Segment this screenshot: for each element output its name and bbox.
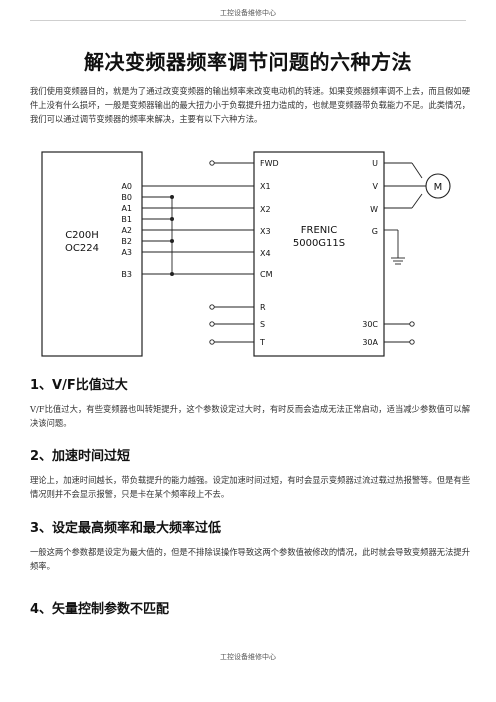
plc-pin-b0: B0 — [121, 193, 132, 202]
wiring-lines — [142, 162, 426, 343]
plc-label-line2: OC224 — [65, 243, 99, 254]
vfd-label-line1: FRENIC — [301, 225, 337, 236]
vfd-pin-r: R — [260, 303, 266, 312]
terminal-fwd — [209, 160, 215, 166]
section-body-1: V/F比值过大，有些变频器也叫转矩提升，这个参数设定过大时，有时反而会造成无法正… — [30, 404, 470, 428]
section-heading-1: 1、V/F比值过大 — [30, 378, 128, 393]
vfd-pin-s: S — [260, 320, 265, 329]
plc-pin-a1: A1 — [121, 204, 132, 213]
terminal-t — [209, 339, 215, 345]
vfd-box — [253, 151, 385, 357]
vfd-pin-u: U — [372, 159, 378, 168]
vfd-pin-30a: 30A — [362, 338, 378, 347]
vfd-pin-x1: X1 — [260, 182, 271, 191]
page-footer: 工控设备维修中心 — [220, 653, 276, 661]
vfd-pin-x3: X3 — [260, 227, 271, 236]
plc-pin-a3: A3 — [121, 248, 132, 257]
page-header: 工控设备维修中心 — [220, 9, 276, 17]
intro-paragraph: 我们使用变频器目的，就是为了通过改变变频器的输出频率来改变电动机的转速。如果变频… — [30, 86, 470, 124]
plc-pin-b2: B2 — [121, 237, 132, 246]
motor-symbol — [425, 173, 451, 199]
junction-dot — [170, 239, 174, 243]
terminal-s — [209, 321, 215, 327]
vfd-pin-cm: CM — [260, 270, 273, 279]
plc-pin-a0: A0 — [121, 182, 132, 191]
terminal-r — [209, 304, 215, 310]
vfd-pin-x2: X2 — [260, 205, 271, 214]
plc-pin-a2: A2 — [121, 226, 132, 235]
junction-dot — [170, 217, 174, 221]
junction-dot — [170, 195, 174, 199]
vfd-pin-v: V — [373, 182, 379, 191]
section-heading-4: 4、矢量控制参数不匹配 — [30, 602, 170, 617]
junction-dot — [170, 272, 174, 276]
plc-pin-b3: B3 — [121, 270, 132, 279]
section-body-3: 一般这两个参数都是设定为最大值的，但是不排除误操作导致这两个参数值被修改的情况，… — [30, 547, 470, 571]
vfd-pin-t: T — [259, 338, 265, 347]
vfd-pin-w: W — [370, 205, 378, 214]
vfd-pin-x4: X4 — [260, 249, 271, 258]
plc-pin-b1: B1 — [121, 215, 132, 224]
terminal-30c — [409, 321, 415, 327]
vfd-label-line2: 5000G11S — [293, 238, 345, 249]
section-heading-3: 3、设定最高频率和最大频率过低 — [30, 521, 222, 536]
plc-label-line1: C200H — [65, 230, 99, 241]
wiring-diagram: C200H OC224 A0 B0 A1 B1 A2 B2 A3 B3 FREN… — [41, 151, 451, 357]
vfd-pin-30c: 30C — [362, 320, 378, 329]
motor-label: M — [434, 182, 443, 193]
page-title: 解决变频器频率调节问题的六种方法 — [84, 50, 412, 74]
vfd-pin-g: G — [372, 227, 378, 236]
section-heading-2: 2、加速时间过短 — [30, 449, 131, 464]
terminal-30a — [409, 339, 415, 345]
plc-box — [41, 151, 143, 357]
vfd-pin-fwd: FWD — [260, 159, 279, 168]
section-body-2: 理论上，加速时间越长，带负载提升的能力越强。设定加速时间过短，有时会显示变频器过… — [30, 475, 470, 499]
header-divider — [30, 20, 466, 21]
